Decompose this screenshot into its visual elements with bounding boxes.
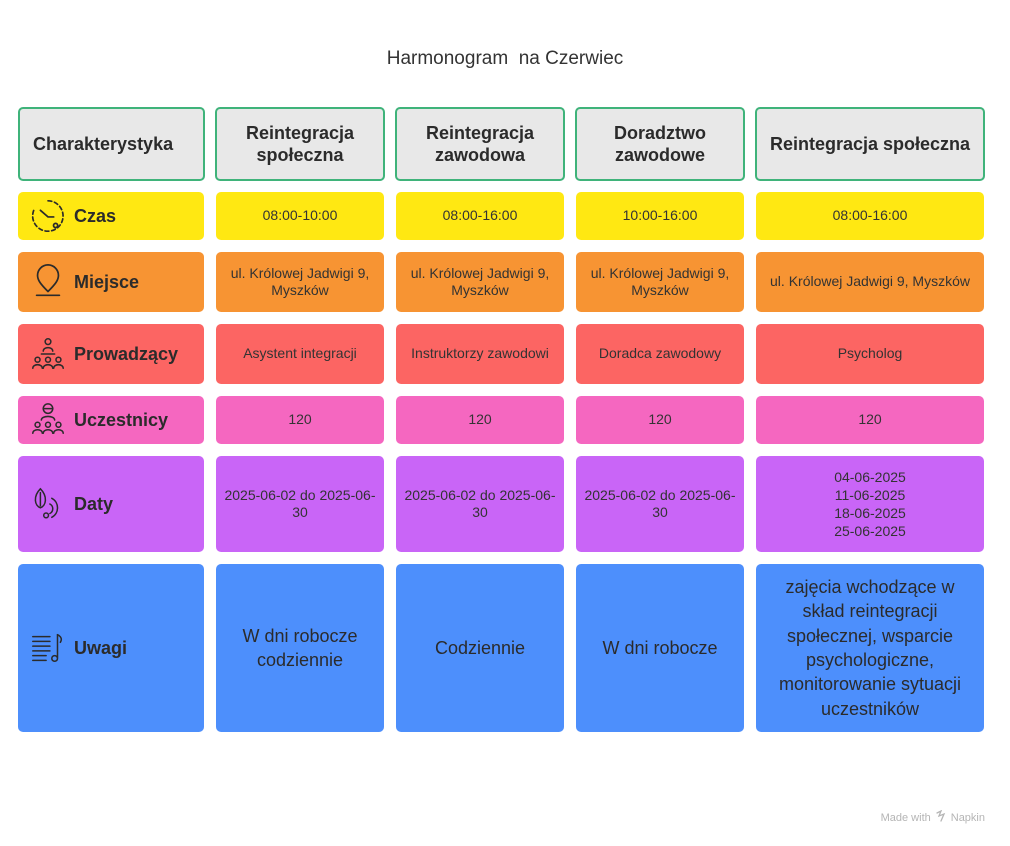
page-title: Harmonogram na Czerwiec [386,48,624,69]
row-label-miejsce: Miejsce [18,252,204,312]
row-label-text: Miejsce [74,271,140,292]
cell-miejsce-4: ul. Królowej Jadwigi 9, Myszków [756,252,984,312]
row-label-uwagi: Uwagi [18,564,204,732]
row-label-daty: Daty [18,456,204,552]
header-column-label: Reintegracja zawodowa [425,122,535,166]
footer-brand: Napkin [950,811,985,824]
cell-uwagi-4: zajęcia wchodzące w skład reintegracji s… [756,564,984,732]
header-column-label: Doradztwo zawodowe [614,122,706,166]
header-column-2: Reintegracja zawodowa [395,107,565,181]
cell-daty-2: 2025-06-02 do 2025-06-30 [396,456,564,552]
row-label-uczestnicy: Uczestnicy [18,396,204,444]
cell-czas-3: 10:00-16:00 [576,192,744,240]
cell-uczestnicy-2: 120 [396,396,564,444]
cell-daty-3: 2025-06-02 do 2025-06-30 [576,456,744,552]
napkin-logo-icon [935,809,947,825]
header-column-label: Reintegracja społeczna [769,133,971,154]
cell-uwagi-1: W dni robocze codziennie [216,564,384,732]
row-label-text: Czas [74,205,117,226]
calendar-leaves-icon [28,484,68,524]
footer-text: Made with [880,811,931,824]
cell-uczestnicy-1: 120 [216,396,384,444]
participants-group-icon [28,400,68,440]
footer-watermark: Made with Napkin [880,809,985,825]
notes-music-icon [28,628,68,668]
header-characteristic-label: Charakterystyka [33,133,174,154]
header-column-label: Reintegracja społeczna [245,122,355,166]
cell-prowadzacy-1: Asystent integracji [216,324,384,384]
cell-czas-2: 08:00-16:00 [396,192,564,240]
cell-uczestnicy-4: 120 [756,396,984,444]
row-label-text: Uwagi [74,637,128,658]
cell-miejsce-3: ul. Królowej Jadwigi 9, Myszków [576,252,744,312]
location-pin-icon [28,262,68,302]
cell-czas-4: 08:00-16:00 [756,192,984,240]
cell-czas-1: 08:00-10:00 [216,192,384,240]
header-column-3: Doradztwo zawodowe [575,107,745,181]
cell-uwagi-3: W dni robocze [576,564,744,732]
row-label-text: Uczestnicy [74,409,169,430]
cell-prowadzacy-4: Psycholog [756,324,984,384]
header-column-4: Reintegracja społeczna [755,107,985,181]
cell-uwagi-2: Codziennie [396,564,564,732]
row-label-text: Daty [74,493,114,514]
cell-daty-1: 2025-06-02 do 2025-06-30 [216,456,384,552]
header-column-1: Reintegracja społeczna [215,107,385,181]
clock-icon [28,196,68,236]
presenter-group-icon [28,334,68,374]
row-label-czas: Czas [18,192,204,240]
cell-miejsce-1: ul. Królowej Jadwigi 9, Myszków [216,252,384,312]
cell-miejsce-2: ul. Królowej Jadwigi 9, Myszków [396,252,564,312]
header-characteristic: Charakterystyka [18,107,205,181]
cell-prowadzacy-3: Doradca zawodowy [576,324,744,384]
row-label-text: Prowadzący [74,343,179,364]
cell-daty-4: 04-06-2025 11-06-2025 18-06-2025 25-06-2… [756,456,984,552]
cell-prowadzacy-2: Instruktorzy zawodowi [396,324,564,384]
cell-uczestnicy-3: 120 [576,396,744,444]
row-label-prowadzacy: Prowadzący [18,324,204,384]
